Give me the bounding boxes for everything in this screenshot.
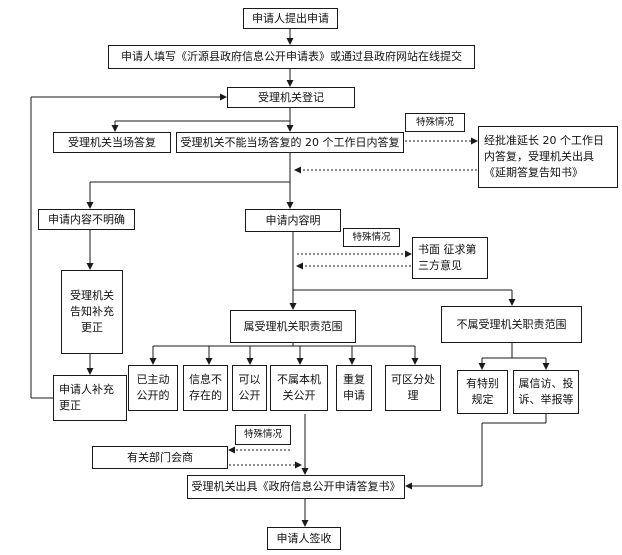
node-disclosed: 已主动 公开的 <box>128 365 178 411</box>
label-special-situation-1: 特殊情况 <box>405 113 465 132</box>
node-reply-20days: 受理机关不能当场答复的 20 个工作日内答复 <box>176 132 404 153</box>
node-fill-form: 申请人填写《沂源县政府信息公开申请表》或通过县政府网站在线提交 <box>108 45 475 69</box>
node-extension: 经批准延长 20 个工作日 内答复，受理机关出具 《延期答复告知书》 <box>478 126 618 188</box>
node-duplicate: 重复 申请 <box>336 365 372 411</box>
node-register: 受理机关登记 <box>227 87 355 108</box>
node-not-this-agency: 不属本机 关公开 <box>270 365 328 411</box>
node-third-party: 书面 征求第 三方意见 <box>412 237 488 279</box>
label-special-situation-2: 特殊情况 <box>343 228 400 247</box>
node-sign: 申请人签收 <box>267 527 341 550</box>
node-partial: 可区分处 理 <box>385 365 441 411</box>
node-content-clear: 申请内容明 <box>245 209 341 232</box>
node-apply: 申请人提出申请 <box>243 8 338 29</box>
node-out-of-scope: 不属受理机关职责范围 <box>441 306 582 343</box>
node-special-rules: 有特别 规定 <box>457 370 508 414</box>
node-can-disclose: 可以 公开 <box>232 365 267 411</box>
label-special-situation-3: 特殊情况 <box>235 425 291 445</box>
node-supplement: 申请人补充 更正 <box>53 375 127 421</box>
node-issue-reply: 受理机关出具《政府信息公开申请答复书》 <box>187 475 405 499</box>
node-not-exist: 信息不 存在的 <box>183 365 228 411</box>
node-notify-supplement: 受理机关 告知补充 更正 <box>61 270 123 354</box>
node-content-unclear: 申请内容不明确 <box>38 209 135 230</box>
node-consult: 有关部门会商 <box>92 446 228 469</box>
node-in-scope: 属受理机关职责范围 <box>230 310 356 343</box>
node-reply-onsite: 受理机关当场答复 <box>53 132 171 153</box>
node-petition: 属信访、投 诉、举报等 <box>513 370 579 414</box>
